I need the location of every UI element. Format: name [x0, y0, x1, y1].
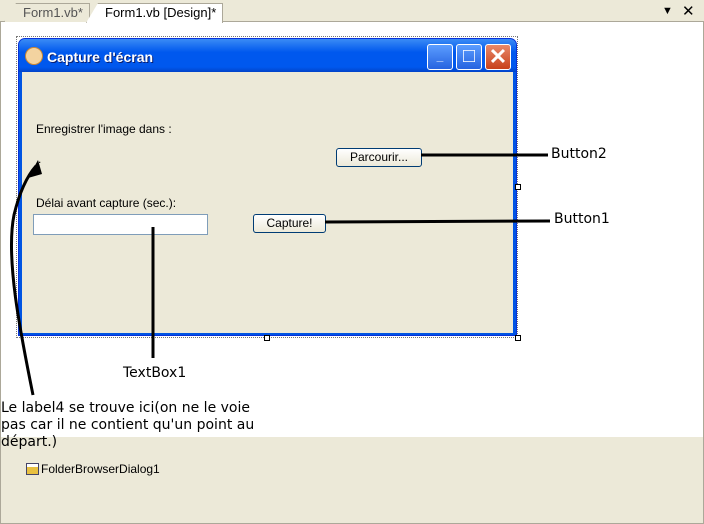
close-button[interactable]: ✕ [485, 44, 511, 70]
tab-form1-code[interactable]: Form1.vb* [4, 3, 90, 22]
title-bar: Capture d'écran _ □ ✕ [19, 39, 516, 72]
annotation-textbox1: TextBox1 [123, 365, 187, 381]
dropdown-icon[interactable]: ▼ [662, 5, 673, 17]
minimize-button[interactable]: _ [427, 44, 453, 70]
resize-handle-bottom[interactable] [264, 335, 270, 341]
resize-handle-right[interactable] [515, 184, 521, 190]
form-window[interactable]: Capture d'écran _ □ ✕ Enregistrer l'imag… [18, 38, 517, 336]
delay-textbox[interactable] [33, 214, 208, 235]
arrowhead-label4 [28, 160, 42, 178]
label4: . [38, 152, 42, 166]
component-icon [26, 463, 39, 475]
maximize-button[interactable]: □ [456, 44, 482, 70]
label-delay: Délai avant capture (sec.): [36, 196, 177, 210]
form-title: Capture d'écran [47, 49, 154, 65]
arrow-label4 [9, 165, 38, 396]
annotation-button2: Button2 [551, 146, 607, 162]
close-icon[interactable]: ✕ [682, 3, 695, 20]
component-label: FolderBrowserDialog1 [41, 462, 160, 476]
component-tray [0, 437, 704, 524]
folder-browser-dialog-component[interactable]: FolderBrowserDialog1 [26, 462, 160, 476]
app-icon [25, 47, 43, 65]
arrow-button1 [324, 219, 551, 224]
form-client-area: Enregistrer l'image dans : . Délai avant… [22, 72, 513, 333]
capture-button[interactable]: Capture! [253, 214, 326, 233]
label-save-location: Enregistrer l'image dans : [36, 122, 172, 136]
annotation-line: départ.) [1, 434, 58, 450]
resize-handle-corner[interactable] [515, 335, 521, 341]
annotation-line: pas car il ne contient qu'un point au [1, 417, 255, 433]
annotation-button1: Button1 [554, 211, 610, 227]
document-tabs: Form1.vb* Form1.vb [Design]* ▼ ✕ [0, 0, 704, 23]
annotation-line: Le label4 se trouve ici(on ne le voie [1, 400, 250, 416]
tab-form1-design[interactable]: Form1.vb [Design]* [86, 3, 224, 23]
annotation-label4: Le label4 se trouve ici(on ne le voie pa… [1, 400, 254, 451]
browse-button[interactable]: Parcourir... [336, 148, 422, 167]
